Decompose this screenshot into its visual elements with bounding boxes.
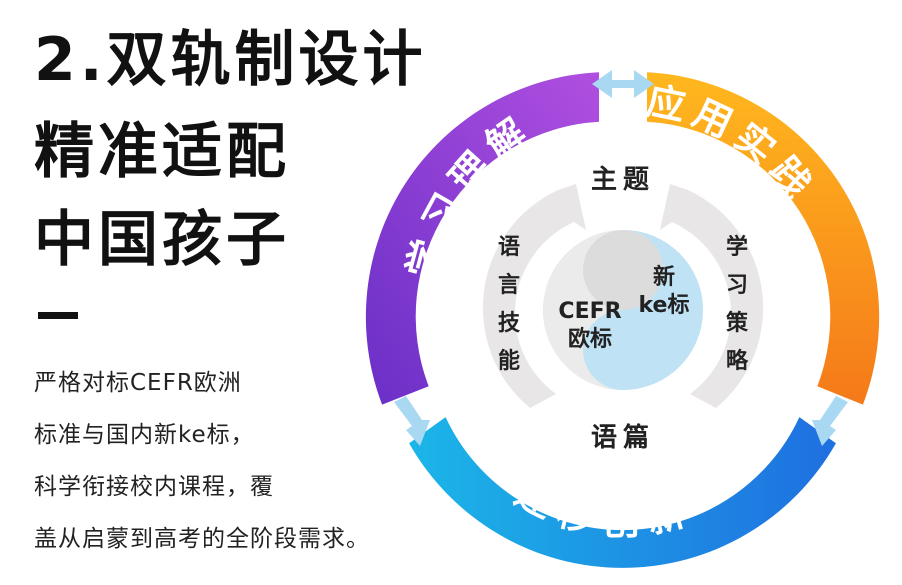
description-line-1: 严格对标CEFR欧洲 — [34, 370, 242, 396]
title-line-2: 精准适配 — [34, 117, 290, 187]
inner-left-char: 言 — [498, 272, 520, 298]
title-divider — [38, 312, 78, 319]
inner-right-char: 略 — [726, 348, 749, 374]
center-label-cefr-1: CEFR — [558, 299, 621, 324]
connector-arrow-right — [812, 396, 848, 446]
description-line-2: 标准与国内新ke标， — [34, 422, 255, 448]
description-line-3: 科学衔接校内课程，覆 — [34, 474, 274, 500]
inner-right-char: 学 — [726, 234, 748, 260]
inner-left-char: 技 — [498, 311, 521, 336]
connector-arrow-left — [394, 396, 430, 446]
inner-right-char: 策 — [726, 310, 749, 336]
ring-segment-transfer — [409, 417, 836, 568]
center-label-new-2: ke标 — [639, 292, 690, 318]
connector-arrow-top — [592, 70, 654, 98]
inner-label-bottom: 语篇 — [591, 422, 655, 453]
ring-segment-apply — [647, 72, 880, 405]
description-line-4: 盖从启蒙到高考的全阶段需求。 — [34, 526, 370, 552]
title-line-3: 中国孩子 — [34, 205, 290, 275]
inner-label-right: 学 习 策 略 — [726, 234, 749, 374]
ring-segment-learn — [365, 72, 599, 405]
inner-label-left: 语 言 技 能 — [498, 235, 521, 374]
inner-label-top: 主题 — [591, 165, 655, 195]
center-label-cefr-2: 欧标 — [568, 326, 612, 352]
title-line-1: 2.双轨制设计 — [34, 25, 427, 95]
inner-arrow-left — [482, 184, 586, 408]
inner-left-char: 语 — [498, 235, 520, 260]
center-half-new-standard — [583, 230, 703, 390]
inner-right-char: 习 — [726, 273, 748, 298]
inner-arrow-right — [660, 184, 764, 408]
center-label-new-1: 新 — [653, 264, 675, 290]
inner-left-char: 能 — [498, 348, 520, 374]
